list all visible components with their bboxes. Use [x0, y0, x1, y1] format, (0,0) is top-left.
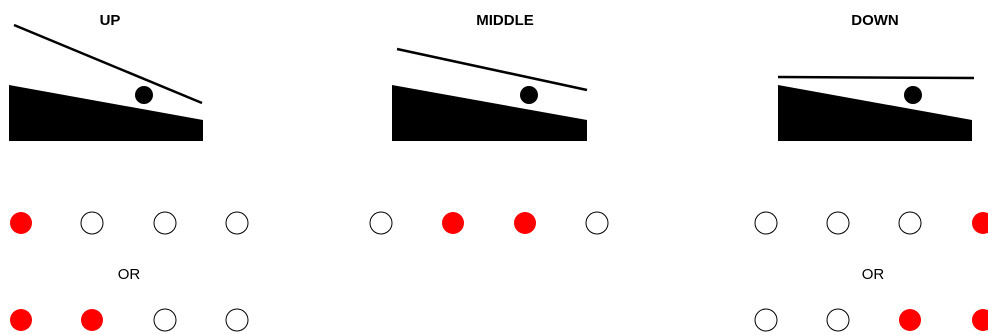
pedal-base — [778, 85, 972, 141]
led-indicator-off — [899, 212, 921, 234]
or-label-up: OR — [118, 266, 141, 283]
pedal-down-illustration — [778, 77, 974, 141]
panel-up: UP OR — [9, 12, 248, 331]
pedal-base — [9, 85, 203, 141]
pedal-plate-down — [778, 77, 974, 78]
panel-down-title: DOWN — [851, 12, 899, 29]
led-indicator-off — [827, 212, 849, 234]
led-indicator-off — [755, 309, 777, 331]
led-indicator-on — [10, 309, 32, 331]
led-row-down-2 — [755, 309, 988, 331]
led-indicator-off — [154, 309, 176, 331]
panel-up-title: UP — [100, 12, 121, 29]
led-indicator-off — [586, 212, 608, 234]
pedal-pivot — [135, 86, 153, 104]
pedal-pivot — [904, 86, 922, 104]
led-indicator-off — [370, 212, 392, 234]
led-row-middle-1 — [370, 212, 608, 234]
panel-middle-title: MIDDLE — [476, 12, 534, 29]
pedal-up-illustration — [9, 25, 203, 141]
led-indicator-on — [972, 309, 988, 331]
led-indicator-on — [81, 309, 103, 331]
pedal-plate-middle — [397, 49, 587, 90]
led-row-up-1 — [10, 212, 248, 234]
panel-middle: MIDDLE — [370, 12, 608, 234]
led-indicator-off — [755, 212, 777, 234]
led-row-down-1 — [755, 212, 988, 234]
led-indicator-on — [10, 212, 32, 234]
or-label-down: OR — [862, 266, 885, 283]
led-indicator-off — [226, 212, 248, 234]
pedal-base — [392, 85, 587, 141]
led-indicator-off — [226, 309, 248, 331]
led-indicator-on — [442, 212, 464, 234]
led-indicator-on — [514, 212, 536, 234]
pedal-pivot — [520, 86, 538, 104]
pedal-middle-illustration — [392, 49, 587, 141]
led-indicator-off — [827, 309, 849, 331]
led-indicator-off — [154, 212, 176, 234]
panel-down: DOWN OR — [755, 12, 988, 331]
led-indicator-on — [972, 212, 988, 234]
led-indicator-on — [899, 309, 921, 331]
led-indicator-off — [81, 212, 103, 234]
led-row-up-2 — [10, 309, 248, 331]
